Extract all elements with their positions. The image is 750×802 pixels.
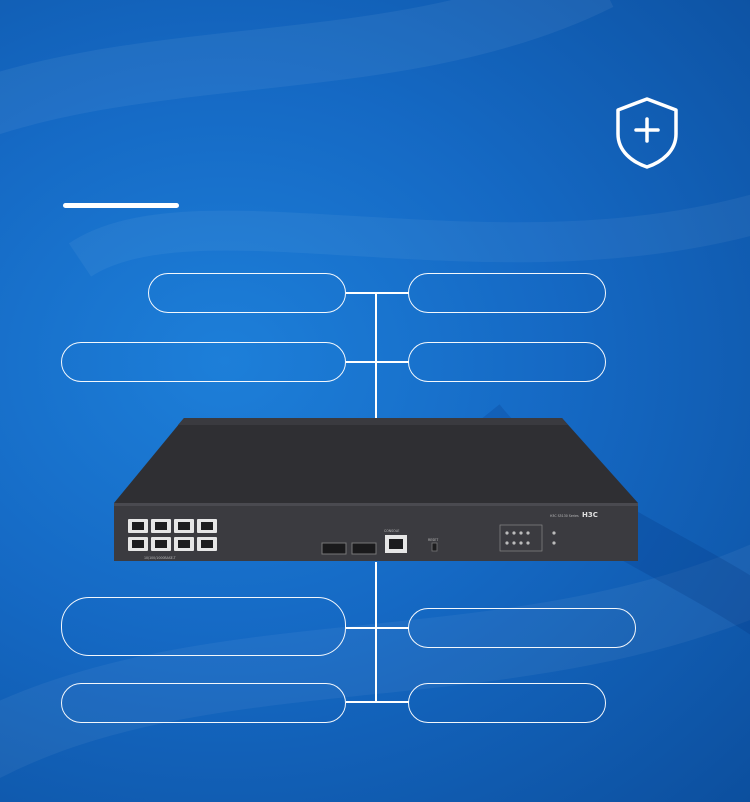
device-brand: H3C <box>582 511 598 519</box>
device-model-text: H3C S5130 Series <box>550 514 579 518</box>
feature-pill-bottom-right-2 <box>408 683 606 723</box>
network-switch-image: H3C H3C S5130 Series 10/100/1000BASE-T C… <box>114 418 638 561</box>
feature-pill-bottom-left-2 <box>61 683 346 723</box>
device-reset-label: RESET <box>428 538 438 542</box>
feature-pill-bottom-right-1 <box>408 608 636 648</box>
feature-pill-top-left-1 <box>148 273 346 313</box>
title-underline <box>63 203 179 208</box>
feature-pill-top-right-2 <box>408 342 606 382</box>
feature-pill-top-right-1 <box>408 273 606 313</box>
feature-pill-top-left-2 <box>61 342 346 382</box>
shield-plus-icon <box>616 97 678 169</box>
device-port-label: 10/100/1000BASE-T <box>144 556 176 560</box>
device-console-label: CONSOLE <box>384 529 399 533</box>
feature-pill-bottom-left-1 <box>61 597 346 656</box>
